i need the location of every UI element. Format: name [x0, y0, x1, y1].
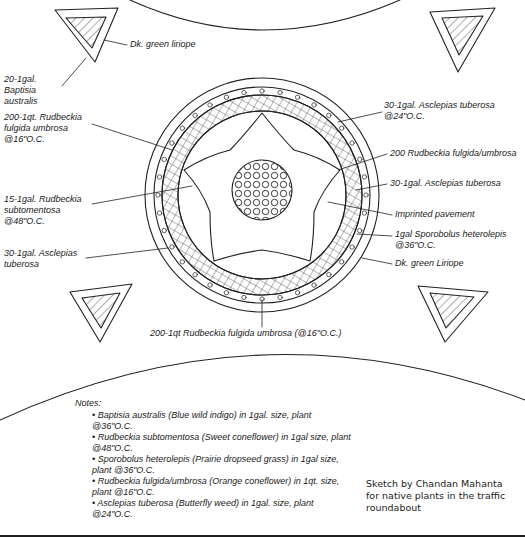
- plant-callout: 15-1gal. Rudbeckia subtomentosa @48"O.C.: [4, 194, 90, 227]
- plant-callout: 30-1gal. Asclepias tuberosa: [4, 248, 84, 270]
- island-planting: [430, 293, 474, 328]
- plant-callout: Dk. green liriope: [130, 39, 240, 50]
- splitter-island: [55, 8, 118, 62]
- note-item: • Rudbeckia fulgida/umbrosa (Orange cone…: [92, 476, 354, 498]
- liriope-ring: [154, 87, 370, 303]
- island-planting: [66, 17, 106, 48]
- note-item: • Asclepias tuberosa (Butterfly weed) in…: [92, 498, 354, 520]
- note-item: • Sporobolus heterolepis (Prairie dropse…: [92, 454, 354, 476]
- curb-line: [130, 0, 400, 30]
- sporobolus-dots: [156, 89, 368, 301]
- center-bed: [232, 160, 292, 220]
- plant-callout: 200-1qt. Rudbeckia fulgida umbrosa @16"O…: [4, 112, 90, 145]
- splitter-island: [70, 284, 132, 342]
- island-planting: [442, 16, 483, 55]
- splitter-island: [418, 286, 488, 342]
- plant-callout: 200-1qt Rudbeckia fulgida umbrosa (@16"O…: [150, 328, 380, 339]
- leader-lines: [62, 40, 392, 327]
- island-planting: [82, 293, 120, 328]
- imprinted-pavement: [162, 95, 362, 295]
- caption: Sketch by Chandan Mahanta for native pla…: [366, 478, 518, 514]
- plant-callout: 1gal Sporobolus heterolepis @36"O.C.: [395, 229, 520, 251]
- splitter-island: [430, 8, 495, 72]
- plant-callout: 30-1gal. Asclepias tuberosa @24"O.C.: [384, 100, 520, 122]
- notes-heading: Notes:: [75, 398, 135, 409]
- plant-callout: 30-1gal. Asclepias tuberosa: [390, 178, 520, 189]
- frame-line: [0, 535, 525, 537]
- note-item: • Rudbeckia subtomentosa (Sweet coneflow…: [92, 432, 354, 454]
- star-bed: [184, 113, 340, 261]
- planting-ring: [178, 111, 346, 279]
- plant-callout: Dk. green Liriope: [395, 258, 520, 269]
- plant-callout: 200 Rudbeckia fulgida/umbrosa: [390, 148, 520, 159]
- note-item: • Baptisia australis (Blue wild indigo) …: [92, 410, 354, 432]
- plant-callout: 20-1gal. Baptisia australis: [4, 74, 64, 107]
- outer-ring: [145, 78, 379, 312]
- pavement-callout: Imprinted pavement: [395, 209, 520, 220]
- pavement-ring: [162, 95, 362, 295]
